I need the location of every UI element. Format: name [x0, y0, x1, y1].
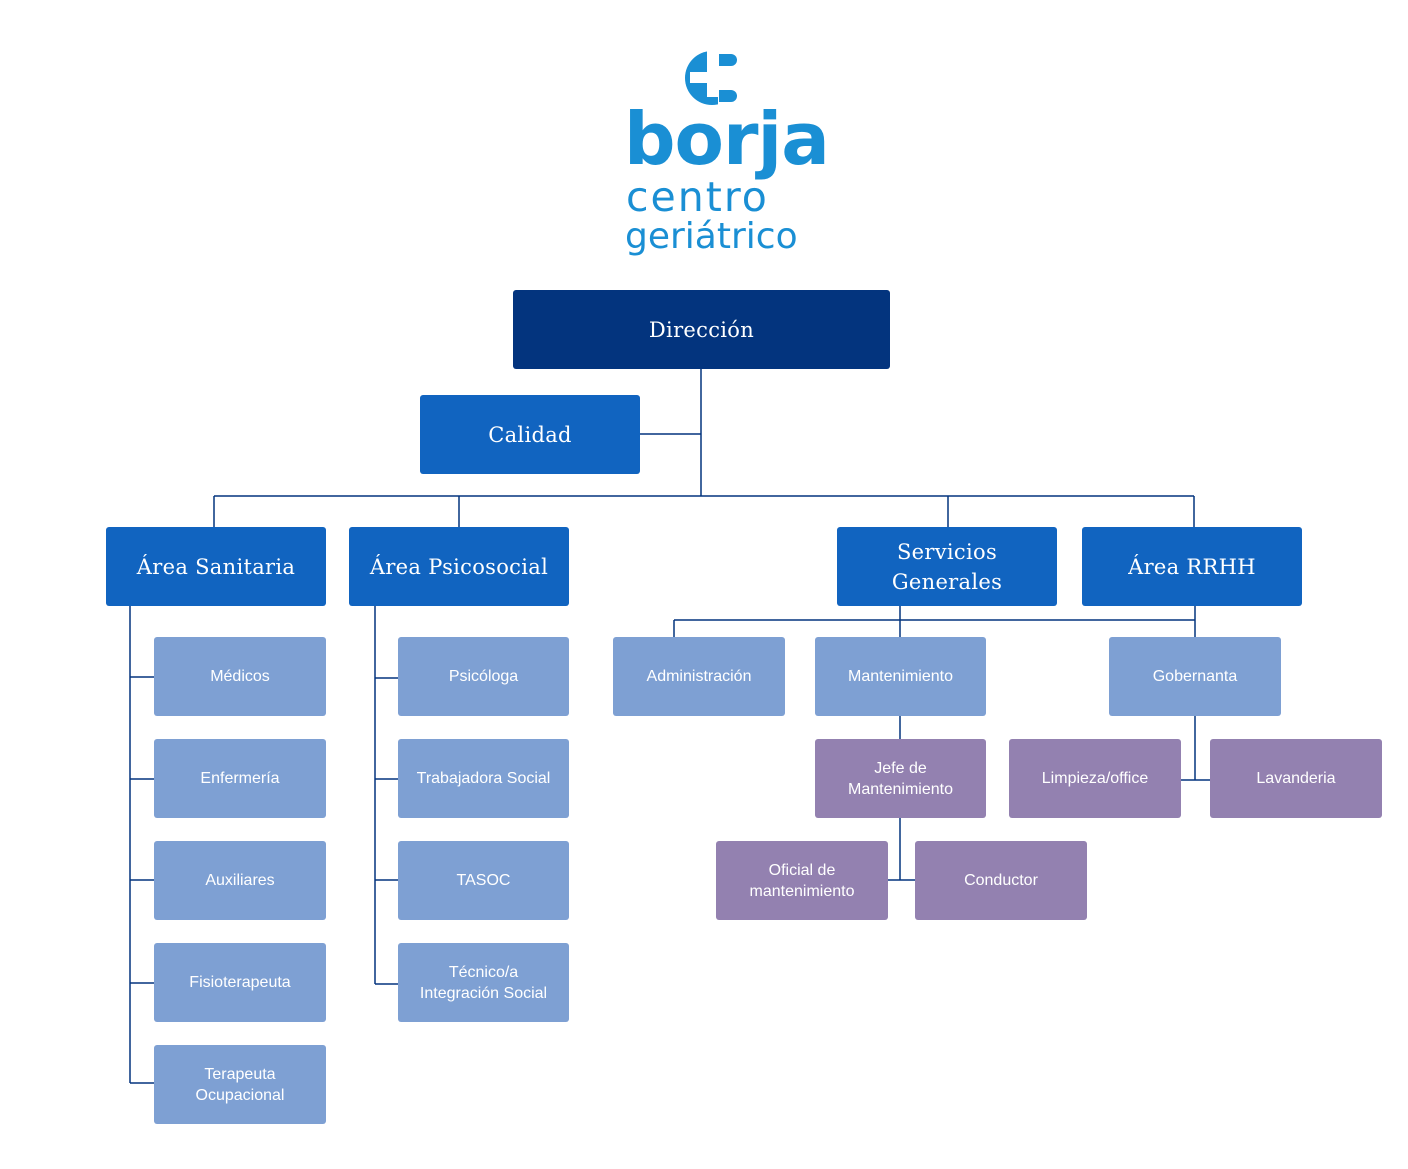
logo-line-geriatrico: geriátrico	[625, 216, 798, 257]
node-administracion: Administración	[613, 637, 785, 716]
logo: borja centro geriátrico	[600, 48, 830, 263]
node-area-rrhh: Área RRHH	[1082, 527, 1302, 606]
node-lavanderia: Lavanderia	[1210, 739, 1382, 818]
node-terapeuta-ocupacional: Terapeuta Ocupacional	[154, 1045, 326, 1124]
node-calidad: Calidad	[420, 395, 640, 474]
node-tasoc: TASOC	[398, 841, 569, 920]
node-jefe-mantenimiento: Jefe de Mantenimiento	[815, 739, 986, 818]
node-area-psicosocial: Área Psicosocial	[349, 527, 569, 606]
node-conductor: Conductor	[915, 841, 1087, 920]
node-fisioterapeuta: Fisioterapeuta	[154, 943, 326, 1022]
node-psicologa: Psicóloga	[398, 637, 569, 716]
node-mantenimiento: Mantenimiento	[815, 637, 986, 716]
node-oficial-mantenimiento: Oficial de mantenimiento	[716, 841, 888, 920]
node-tecnico-integracion-social: Técnico/a Integración Social	[398, 943, 569, 1022]
node-enfermeria: Enfermería	[154, 739, 326, 818]
logo-wordmark: borja	[624, 97, 830, 181]
plus-in-circle-icon	[685, 48, 742, 108]
logo-line-centro: centro	[626, 173, 769, 221]
node-limpieza-office: Limpieza/office	[1009, 739, 1181, 818]
node-area-sanitaria: Área Sanitaria	[106, 527, 326, 606]
node-direccion: Dirección	[513, 290, 890, 369]
node-gobernanta: Gobernanta	[1109, 637, 1281, 716]
node-servicios-generales: Servicios Generales	[837, 527, 1057, 606]
node-trabajadora-social: Trabajadora Social	[398, 739, 569, 818]
node-auxiliares: Auxiliares	[154, 841, 326, 920]
node-medicos: Médicos	[154, 637, 326, 716]
